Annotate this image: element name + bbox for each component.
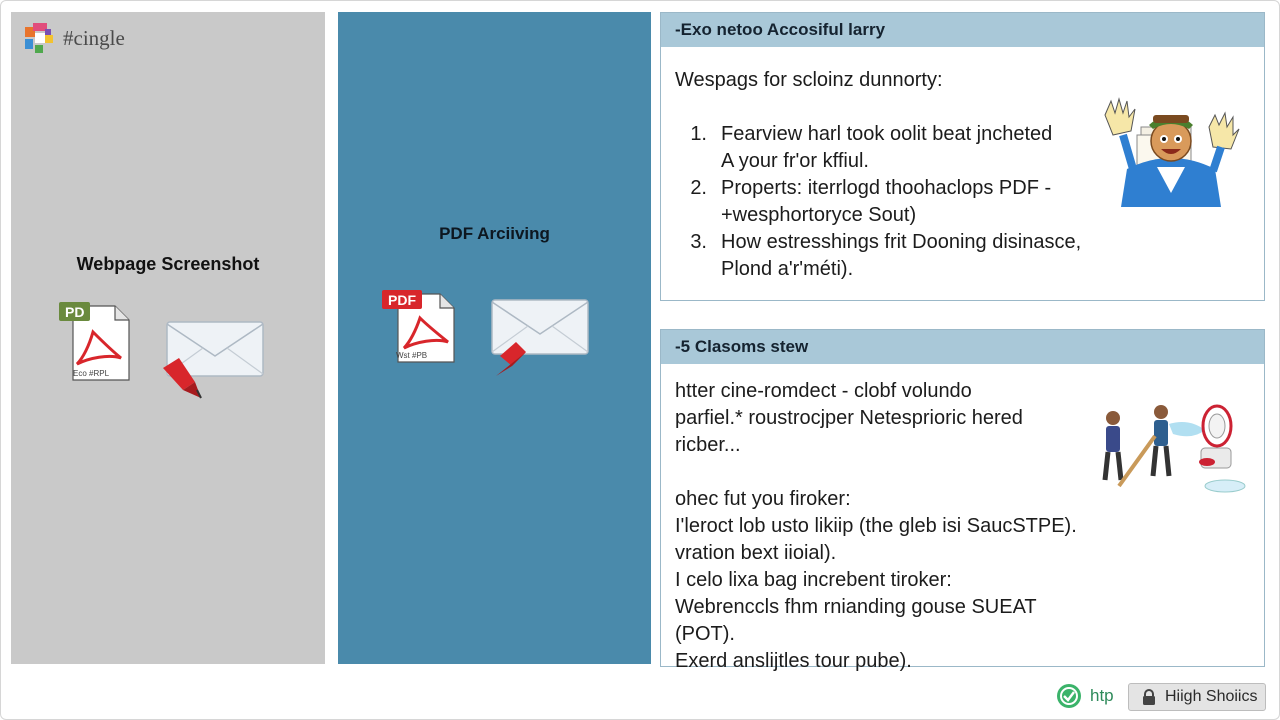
lock-icon bbox=[1143, 689, 1155, 705]
pdf-caption: Eco #RPL bbox=[73, 369, 110, 378]
pdf-archiving-panel: PDF Arciiving PDF Wst #PB bbox=[338, 12, 651, 664]
red-pen-icon bbox=[163, 358, 202, 399]
webpage-screenshot-panel: #cingle Webpage Screenshot PD Eco #RPL bbox=[11, 12, 325, 664]
colorful-logo-icon bbox=[25, 23, 53, 53]
paragraph: htter cine-romdect - clobf volundo parfi… bbox=[675, 380, 1023, 456]
pdf-file-icon[interactable]: PD Eco #RPL bbox=[59, 302, 131, 382]
people-cleaning-icon bbox=[1102, 404, 1246, 493]
logo-text: #cingle bbox=[63, 25, 125, 50]
list-item: 1. Fearview harl took oolit beat jnchete… bbox=[690, 123, 1053, 172]
list-item: 2. Properts: iterrlogd thoohaclops PDF -… bbox=[690, 177, 1052, 226]
card-intro: Wespags for scloinz dunnorty: bbox=[675, 69, 943, 91]
pdf-tag: PDF bbox=[382, 290, 422, 309]
paragraph: ohec fut you firoker: I'leroct lob usto … bbox=[675, 488, 1077, 672]
high-shoiics-button[interactable]: Hiigh Shoiics bbox=[1128, 683, 1266, 711]
panel-title: Webpage Screenshot bbox=[76, 254, 260, 274]
check-circle-icon bbox=[1057, 684, 1081, 708]
pdf-caption: Wst #PB bbox=[396, 351, 428, 360]
envelope-icon[interactable] bbox=[486, 296, 592, 380]
instructions-card: -Exo netoo Accosiful larry Wespags for s… bbox=[660, 12, 1265, 301]
pdf-tag: PD bbox=[59, 302, 91, 321]
list-item: 3. How estresshings frit Dooning disinas… bbox=[690, 231, 1082, 280]
steps-list: 1. Fearview harl took oolit beat jnchete… bbox=[675, 121, 1250, 283]
footer-link[interactable]: htp bbox=[1056, 684, 1114, 708]
footer-link-label: htp bbox=[1090, 686, 1114, 705]
cartoon-character-icon bbox=[1104, 97, 1240, 207]
notes-card: -5 Clasoms stew htter cine-romdect - clo… bbox=[660, 329, 1265, 672]
red-pen-icon bbox=[496, 342, 526, 376]
card-header: -5 Clasoms stew bbox=[661, 330, 1264, 364]
pdf-file-icon[interactable]: PDF Wst #PB bbox=[382, 290, 456, 364]
panel-title: PDF Arciiving bbox=[439, 224, 550, 243]
button-label: Hiigh Shoiics bbox=[1165, 688, 1258, 705]
envelope-icon[interactable] bbox=[161, 318, 267, 408]
app-logo[interactable]: #cingle bbox=[23, 22, 125, 54]
card-header: -Exo netoo Accosiful larry bbox=[661, 13, 1264, 47]
